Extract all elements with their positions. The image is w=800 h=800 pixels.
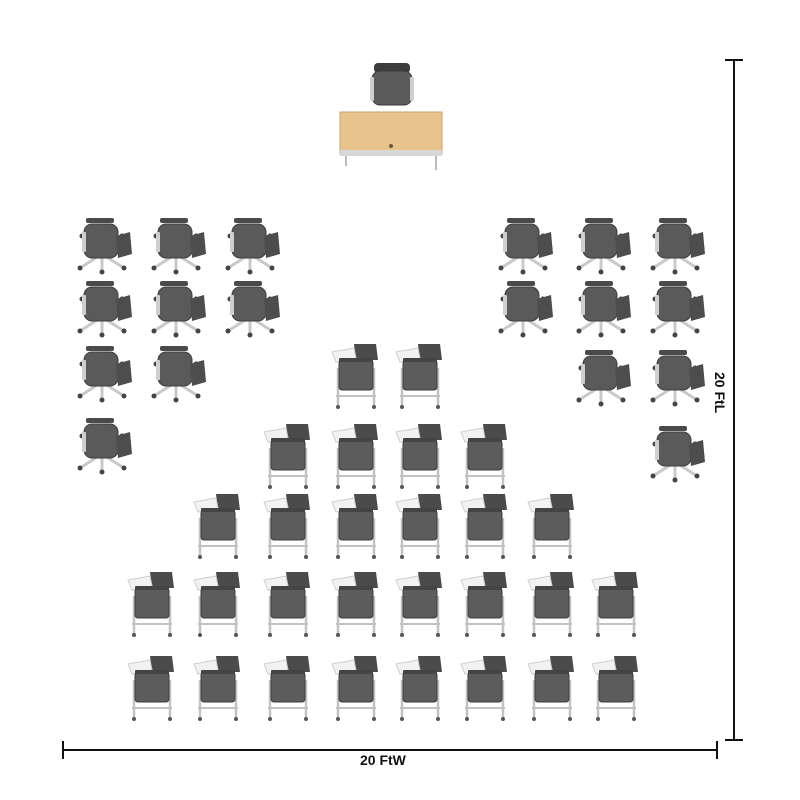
swivel-chair-right-8 bbox=[649, 348, 707, 408]
tablet-chair-center-6 bbox=[459, 422, 509, 491]
tablet-chair-center-5 bbox=[394, 422, 444, 491]
swivel-chair-right-4 bbox=[497, 279, 555, 339]
tablet-chair-center-12 bbox=[526, 492, 576, 561]
tablet-chair-center-1 bbox=[330, 342, 380, 411]
tablet-chair-center-3 bbox=[262, 422, 312, 491]
instructor-desk bbox=[339, 111, 443, 170]
swivel-chair-left-2 bbox=[150, 216, 208, 276]
tablet-chair-center-23 bbox=[262, 654, 312, 723]
tablet-chair-center-18 bbox=[459, 570, 509, 639]
instructor-chair bbox=[370, 63, 414, 106]
tablet-chair-center-28 bbox=[590, 654, 640, 723]
width-dimension-line bbox=[62, 741, 718, 759]
tablet-chair-center-22 bbox=[192, 654, 242, 723]
tablet-chair-center-14 bbox=[192, 570, 242, 639]
left-seating-cluster bbox=[76, 216, 282, 476]
length-dimension-label: 20 FtL bbox=[712, 372, 728, 414]
tablet-chair-center-25 bbox=[394, 654, 444, 723]
swivel-chair-right-5 bbox=[575, 279, 633, 339]
swivel-chair-left-7 bbox=[76, 344, 134, 404]
tablet-chair-center-20 bbox=[590, 570, 640, 639]
tablet-chair-center-17 bbox=[394, 570, 444, 639]
swivel-chair-left-9 bbox=[76, 416, 134, 476]
center-seating-pyramid bbox=[126, 342, 640, 723]
swivel-chair-right-7 bbox=[575, 348, 633, 408]
swivel-chair-right-1 bbox=[497, 216, 555, 276]
tablet-chair-center-16 bbox=[330, 570, 380, 639]
swivel-chair-left-6 bbox=[224, 279, 282, 339]
tablet-chair-center-11 bbox=[459, 492, 509, 561]
tablet-chair-center-4 bbox=[330, 422, 380, 491]
tablet-chair-center-19 bbox=[526, 570, 576, 639]
swivel-chair-right-6 bbox=[649, 279, 707, 339]
swivel-chair-right-3 bbox=[649, 216, 707, 276]
length-dimension-line bbox=[725, 59, 743, 741]
tablet-chair-center-9 bbox=[330, 492, 380, 561]
swivel-chair-right-2 bbox=[575, 216, 633, 276]
tablet-chair-center-8 bbox=[262, 492, 312, 561]
swivel-chair-left-5 bbox=[150, 279, 208, 339]
tablet-chair-center-7 bbox=[192, 492, 242, 561]
tablet-chair-center-26 bbox=[459, 654, 509, 723]
swivel-chair-left-8 bbox=[150, 344, 208, 404]
right-seating-cluster bbox=[497, 216, 707, 484]
swivel-chair-left-3 bbox=[224, 216, 282, 276]
tablet-chair-center-21 bbox=[126, 654, 176, 723]
tablet-chair-center-27 bbox=[526, 654, 576, 723]
tablet-chair-center-10 bbox=[394, 492, 444, 561]
swivel-chair-left-1 bbox=[76, 216, 134, 276]
swivel-chair-right-9 bbox=[649, 424, 707, 484]
swivel-chair-left-4 bbox=[76, 279, 134, 339]
tablet-chair-center-13 bbox=[126, 570, 176, 639]
tablet-chair-center-24 bbox=[330, 654, 380, 723]
width-dimension-label: 20 FtW bbox=[360, 752, 406, 768]
tablet-chair-center-15 bbox=[262, 570, 312, 639]
tablet-chair-center-2 bbox=[394, 342, 444, 411]
